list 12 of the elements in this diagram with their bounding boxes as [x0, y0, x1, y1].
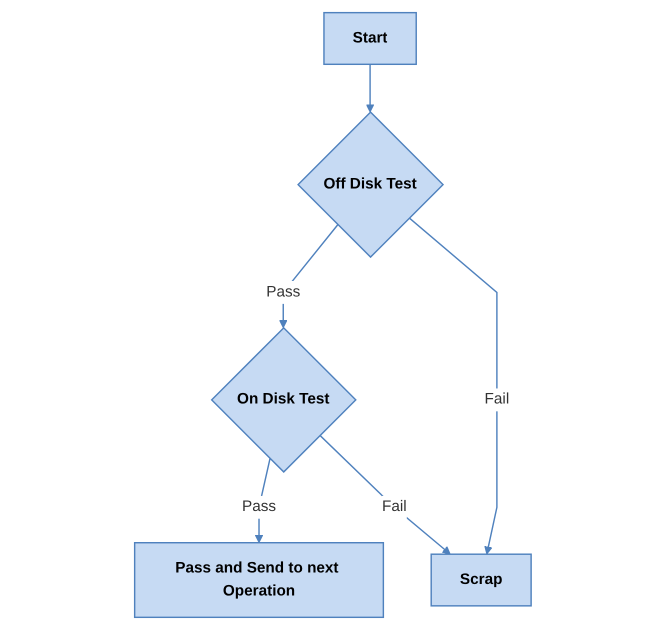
edge-label: Pass [266, 284, 300, 300]
arrow [408, 217, 498, 555]
edge-label: Pass [242, 498, 276, 515]
arrow [318, 434, 450, 555]
edge-label: Fail [484, 391, 509, 408]
node-diamond: On Disk Test [210, 326, 356, 473]
edge-label: Fail [382, 498, 406, 515]
node-box: Scrap [430, 553, 532, 607]
arrow [365, 64, 374, 113]
node-diamond: Off Disk Test [296, 111, 444, 258]
node-box: Pass and Send to next Operation [134, 542, 384, 618]
node-box: Start [322, 12, 417, 66]
